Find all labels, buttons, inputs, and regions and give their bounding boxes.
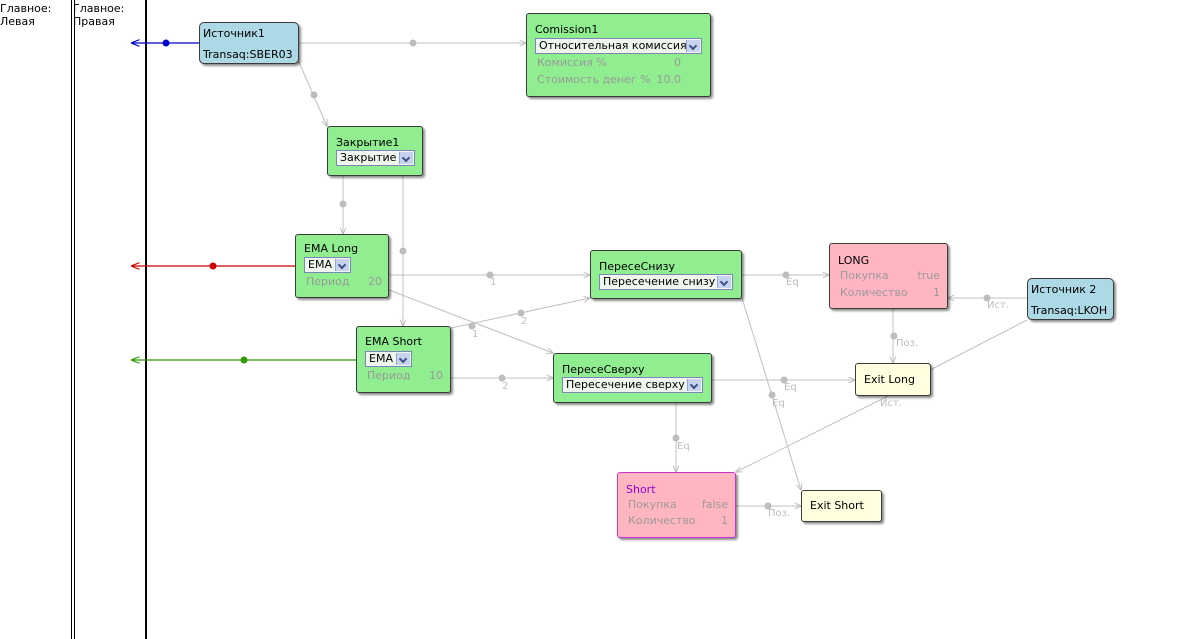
ema-short-mode-value: EMA xyxy=(369,352,393,365)
source2-node[interactable]: Источник 2 Transaq:LKOH xyxy=(1027,278,1114,320)
commission1-param2-name: Стоимость денег % xyxy=(537,73,651,86)
ema-long-mode-value: EMA xyxy=(308,258,332,271)
cross-below-node[interactable]: ПересеСнизу Пересечение снизу xyxy=(590,250,742,299)
cross-above-title: ПересеСверху xyxy=(562,363,645,376)
short-param2-name: Количество xyxy=(628,514,696,527)
long-node[interactable]: LONG Покупка true Количество 1 xyxy=(829,243,948,309)
short-param1-value[interactable]: false xyxy=(701,498,728,511)
wire-source2-exitlong xyxy=(929,319,1028,371)
wire-emalong-crossabove xyxy=(388,289,553,353)
chevron-down-icon xyxy=(396,353,410,365)
short-title: Short xyxy=(626,483,656,496)
chevron-down-icon xyxy=(399,152,413,164)
source2-title: Источник 2 xyxy=(1031,283,1097,296)
ema-long-title: EMA Long xyxy=(304,242,359,255)
source1-node[interactable]: Источник1 Transaq:SBER03 xyxy=(199,22,299,64)
source1-security: Transaq:SBER03 xyxy=(203,48,293,61)
commission1-title: Comission1 xyxy=(535,23,599,36)
ema-long-param-name: Период xyxy=(306,275,350,288)
cross-below-title: ПересеСнизу xyxy=(599,260,675,273)
wire-label: Eq xyxy=(786,277,799,288)
wire-label: 2 xyxy=(502,381,509,392)
wire-label: Eq xyxy=(677,441,690,452)
exit-short-title: Exit Short xyxy=(810,499,864,512)
chevron-down-icon xyxy=(335,259,349,271)
commission1-param1-value[interactable]: 0 xyxy=(674,56,681,69)
close1-mode-value: Закрытие xyxy=(340,151,397,164)
ema-short-node[interactable]: EMA Short EMA Период 10 xyxy=(356,326,451,393)
wire-label: Поз. xyxy=(768,508,791,519)
cross-below-mode-select[interactable]: Пересечение снизу xyxy=(599,274,733,290)
commission1-param2-value[interactable]: 10.0 xyxy=(656,73,682,86)
long-title: LONG xyxy=(838,254,870,267)
chevron-down-icon xyxy=(687,379,701,391)
right-panel-label: Главное: Правая xyxy=(73,2,125,28)
wire-label: 2 xyxy=(521,316,528,327)
wire-label: Eq xyxy=(784,382,797,393)
left-panel-label: Главное: Левая xyxy=(0,2,52,28)
commission1-mode-value: Относительная комиссия xyxy=(539,39,687,52)
wire-label: Ист. xyxy=(987,300,1009,311)
commission1-param1-name: Комиссия % xyxy=(537,56,607,69)
source2-security: Transaq:LKOH xyxy=(1031,304,1108,317)
exit-long-title: Exit Long xyxy=(864,373,915,386)
long-param1-value[interactable]: true xyxy=(917,269,940,282)
short-param2-value[interactable]: 1 xyxy=(721,514,728,527)
long-param2-value[interactable]: 1 xyxy=(933,286,940,299)
ema-short-param-value[interactable]: 10 xyxy=(429,369,443,382)
source1-title: Источник1 xyxy=(203,27,265,40)
ema-short-title: EMA Short xyxy=(365,335,422,348)
wire-label: 1 xyxy=(472,329,479,340)
commission1-mode-select[interactable]: Относительная комиссия xyxy=(535,38,702,54)
cross-below-mode-value: Пересечение снизу xyxy=(603,275,716,288)
exit-short-node[interactable]: Exit Short xyxy=(801,490,882,522)
cross-above-node[interactable]: ПересеСверху Пересечение сверху xyxy=(553,353,712,403)
cross-above-mode-select[interactable]: Пересечение сверху xyxy=(562,377,703,393)
exit-long-node[interactable]: Exit Long xyxy=(855,363,931,396)
wire-label: Eq xyxy=(772,398,785,409)
ema-short-param-name: Период xyxy=(367,369,411,382)
long-param2-name: Количество xyxy=(840,286,908,299)
wire-label: 1 xyxy=(490,277,497,288)
ema-long-param-value[interactable]: 20 xyxy=(368,275,382,288)
long-param1-name: Покупка xyxy=(840,269,889,282)
wire-label: Поз. xyxy=(896,338,919,349)
canvas-border xyxy=(145,0,147,639)
close1-title: Закрытие1 xyxy=(336,136,400,149)
panel-divider-left-2 xyxy=(74,0,75,639)
commission1-node[interactable]: Comission1 Относительная комиссия Комисс… xyxy=(526,13,711,97)
wire-exitlong-short xyxy=(736,395,889,472)
close1-node[interactable]: Закрытие1 Закрытие xyxy=(327,126,423,176)
cross-above-mode-value: Пересечение сверху xyxy=(566,378,685,391)
ema-long-node[interactable]: EMA Long EMA Период 20 xyxy=(295,234,389,298)
short-node[interactable]: Short Покупка false Количество 1 xyxy=(617,472,736,538)
close1-mode-select[interactable]: Закрытие xyxy=(336,150,415,166)
chevron-down-icon xyxy=(686,40,700,52)
ema-short-mode-select[interactable]: EMA xyxy=(365,351,412,367)
chevron-down-icon xyxy=(717,276,731,288)
panel-divider-left xyxy=(71,0,72,639)
short-param1-name: Покупка xyxy=(628,498,677,511)
ema-long-mode-select[interactable]: EMA xyxy=(304,257,351,273)
wire-label: Ист. xyxy=(880,398,902,409)
